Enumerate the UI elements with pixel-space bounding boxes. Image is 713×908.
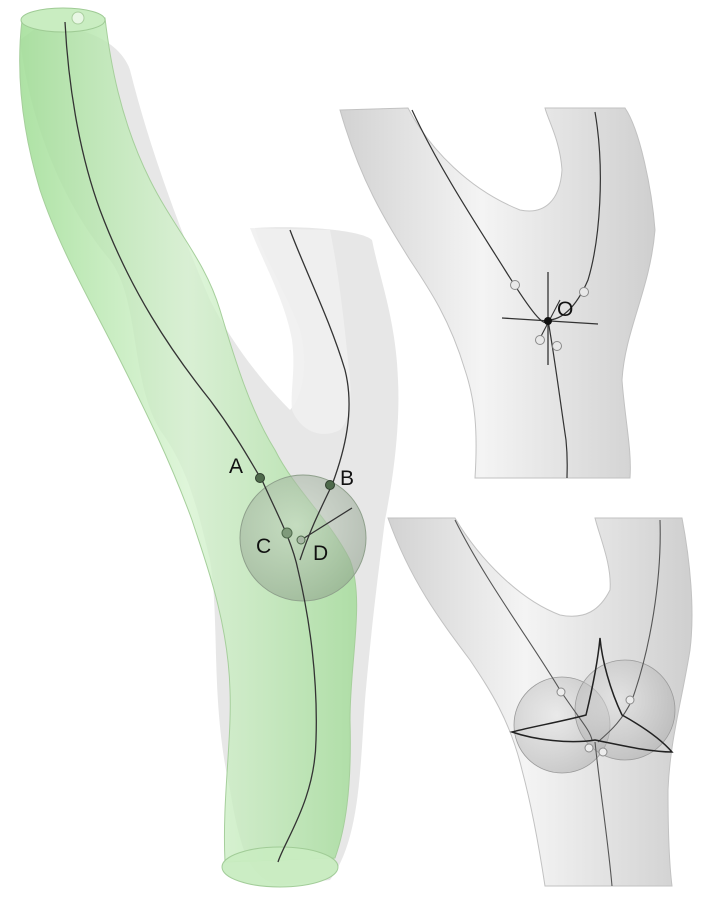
node-b1	[557, 688, 565, 696]
label-d: D	[313, 542, 328, 565]
label-a: A	[229, 455, 243, 478]
green-bottom-cap	[222, 847, 338, 887]
label-c: C	[256, 535, 271, 558]
bottom-right-panel	[388, 518, 692, 886]
node-2	[580, 288, 589, 297]
label-b: B	[340, 467, 354, 490]
node-4	[553, 342, 562, 351]
node-b3	[585, 744, 593, 752]
top-cap-dot	[72, 12, 84, 24]
node-b2	[626, 696, 634, 704]
left-panel: A B C D	[20, 8, 399, 887]
point-c	[282, 528, 292, 538]
node-b4	[599, 748, 607, 756]
point-b	[326, 481, 335, 490]
node-3	[536, 336, 545, 345]
label-o: O	[557, 298, 573, 321]
node-1	[511, 281, 520, 290]
point-d	[297, 536, 305, 544]
point-a	[256, 474, 265, 483]
point-o	[544, 317, 552, 325]
green-top-cap	[21, 8, 105, 32]
